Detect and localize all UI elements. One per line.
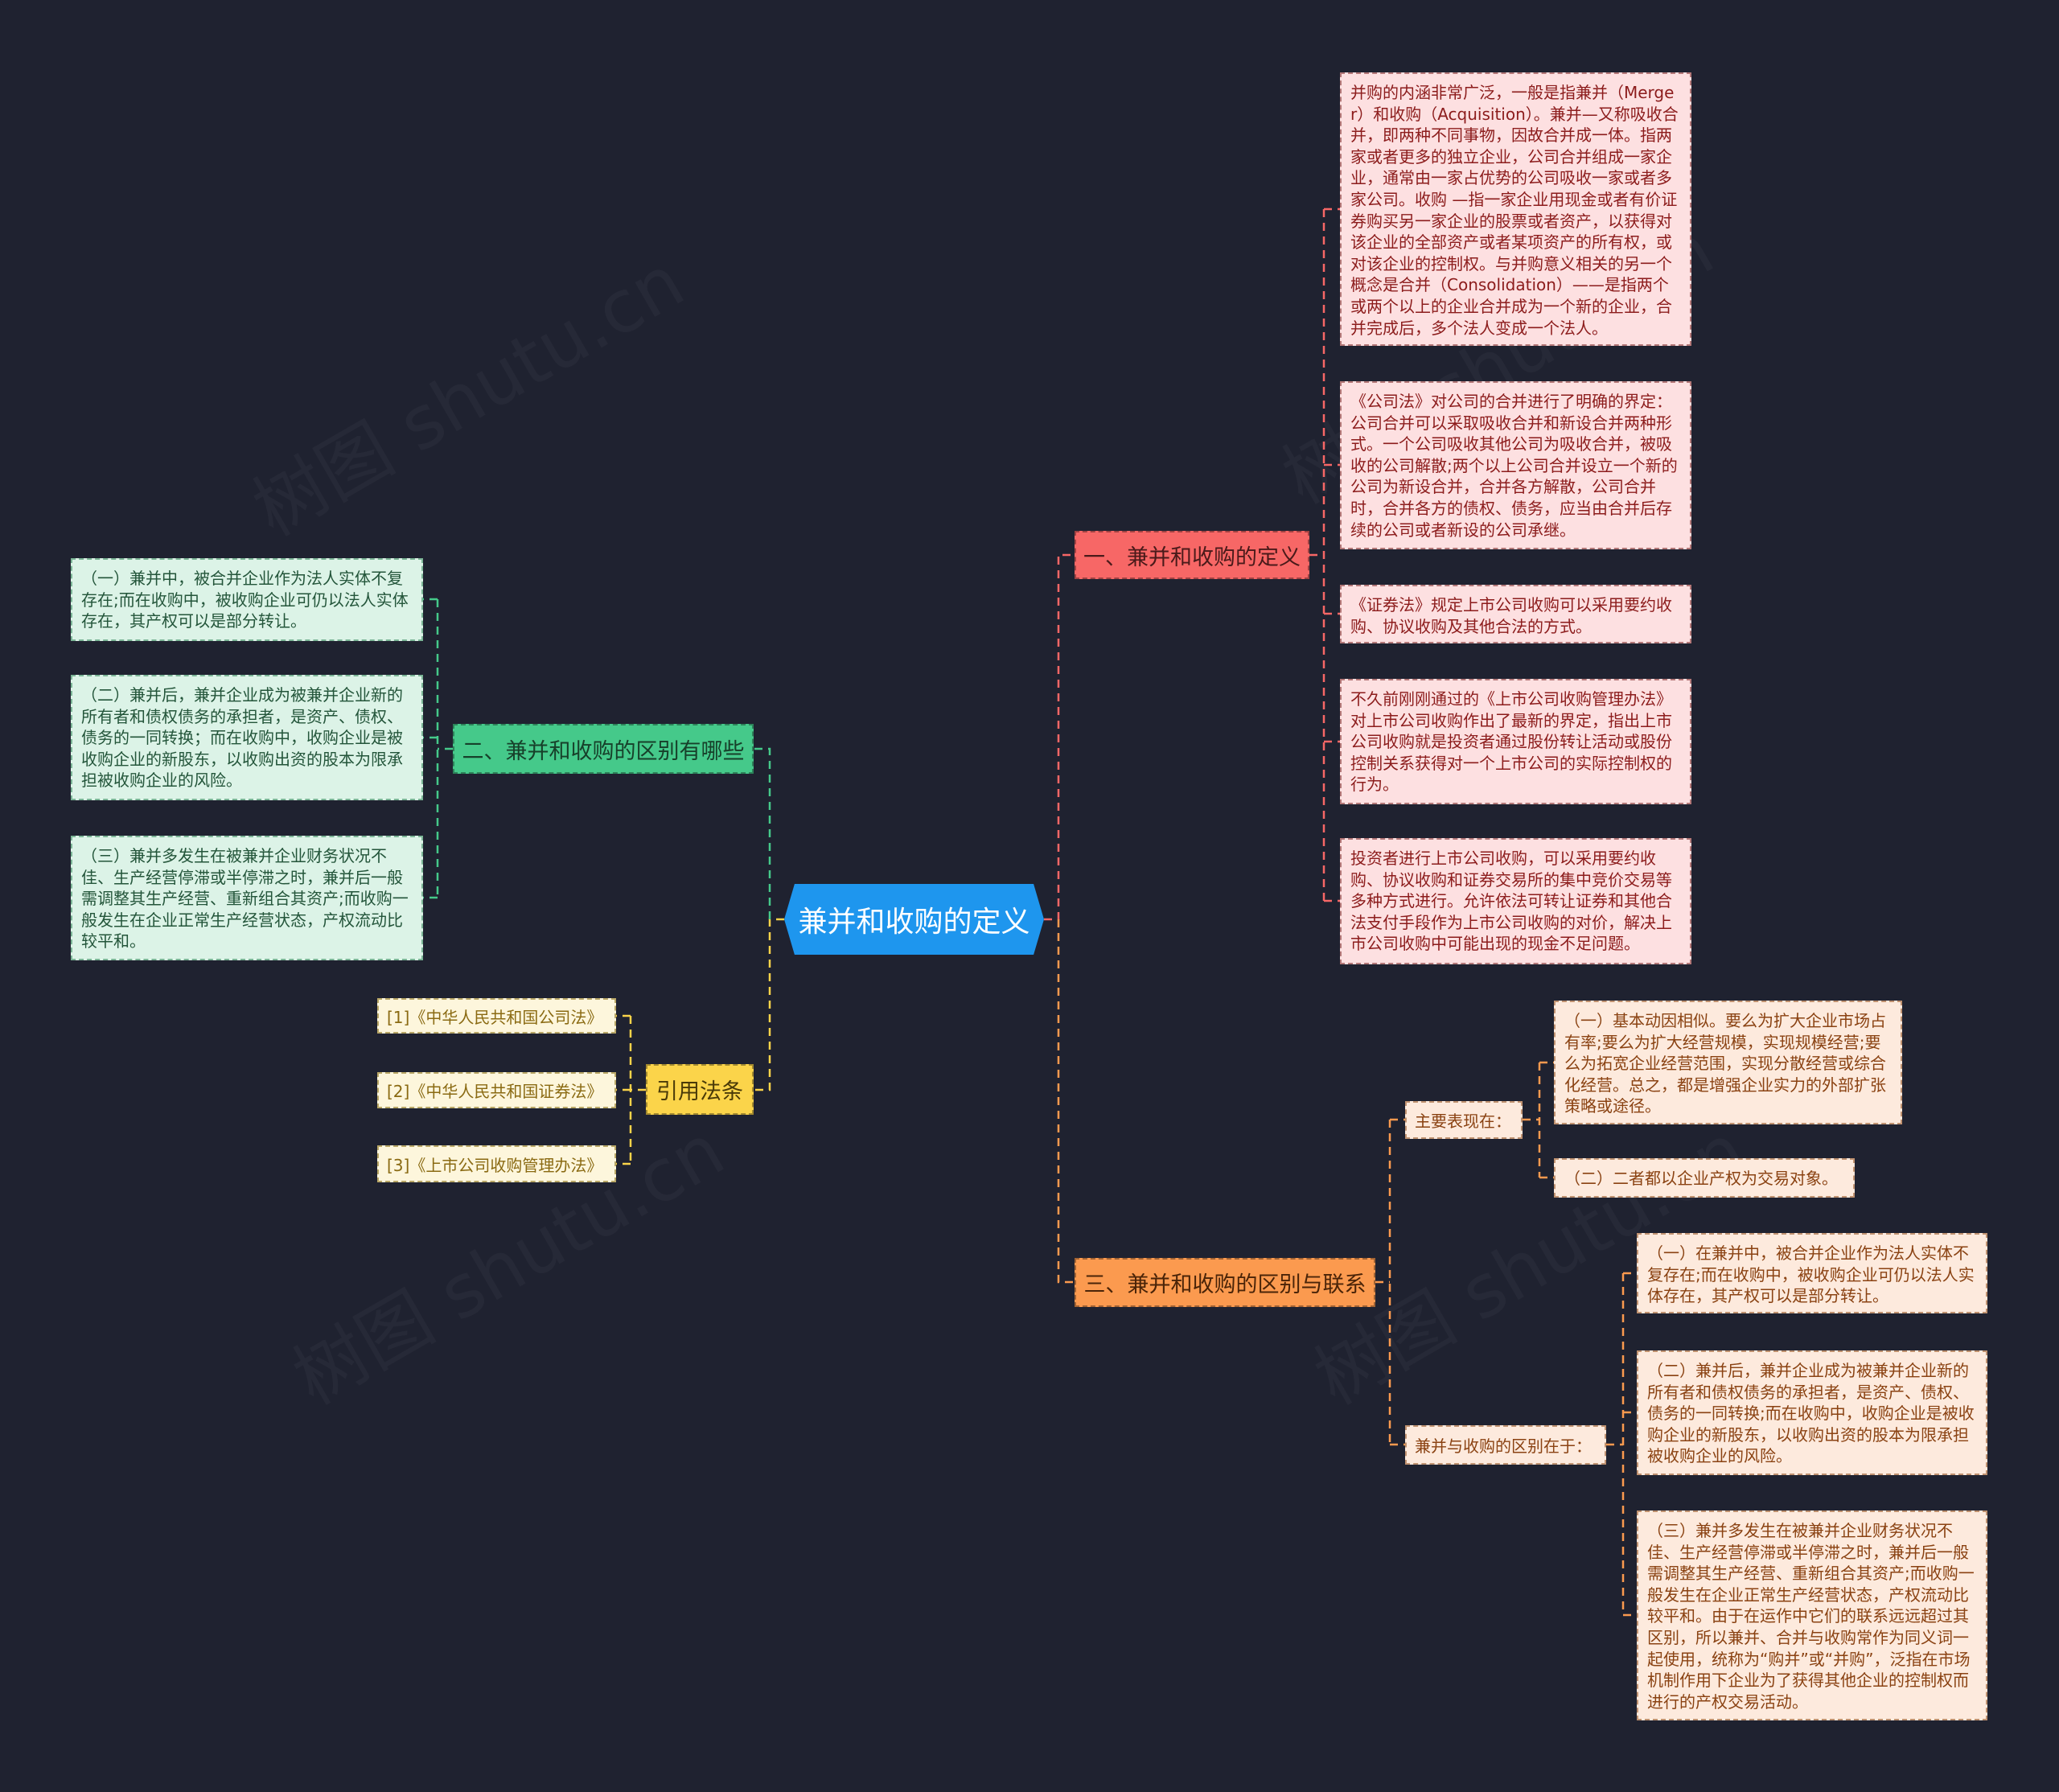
relation-leaf[interactable]: （一）基本动因相似。要么为扩大企业市场占有率;要么为扩大经营规模，实现规模经营;… xyxy=(1554,1001,1902,1124)
branch-definition[interactable]: 一、兼并和收购的定义 xyxy=(1075,531,1309,579)
branch-differences[interactable]: 二、兼并和收购的区别有哪些 xyxy=(453,724,754,774)
branch-relation[interactable]: 三、兼并和收购的区别与联系 xyxy=(1075,1258,1375,1307)
connector-red-leaves xyxy=(1309,208,1340,902)
definition-leaf[interactable]: 不久前刚刚通过的《上市公司收购管理办法》对上市公司收购作出了最新的界定，指出上市… xyxy=(1340,679,1691,804)
definition-leaf[interactable]: 并购的内涵非常广泛，一般是指兼并（Merger）和收购（Acquisition）… xyxy=(1340,72,1691,346)
branch-citations[interactable]: 引用法条 xyxy=(646,1064,754,1115)
relation-group-similarities[interactable]: 主要表现在： xyxy=(1405,1101,1523,1139)
relation-leaf[interactable]: （三）兼并多发生在被兼并企业财务状况不佳、生产经营停滞或半停滞之时，兼并后一般需… xyxy=(1637,1510,1987,1720)
connector-cite-leaves xyxy=(616,1014,646,1165)
difference-leaf[interactable]: （三）兼并多发生在被兼并企业财务状况不佳、生产经营停滞或半停滞之时，兼并后一般需… xyxy=(71,836,423,960)
connector-root-orange xyxy=(1057,919,1075,1284)
connector-orange-groups xyxy=(1375,1118,1405,1446)
connector-green-leaves xyxy=(423,598,453,899)
relation-leaf[interactable]: （一）在兼并中，被合并企业作为法人实体不复存在;而在收购中，被收购企业可仍以法人… xyxy=(1637,1233,1987,1313)
connector-orange-group1 xyxy=(1523,1061,1554,1179)
connector-root-red xyxy=(1044,553,1075,921)
difference-leaf[interactable]: （二）兼并后，兼并企业成为被兼并企业新的所有者和债权债务的承担者，是资产、债权、… xyxy=(71,675,423,800)
connector-orange-group2 xyxy=(1606,1272,1637,1617)
relation-leaf[interactable]: （二）兼并后，兼并企业成为被兼并企业新的所有者和债权债务的承担者，是资产、债权、… xyxy=(1637,1350,1987,1475)
root-node[interactable]: 兼并和收购的定义 xyxy=(784,884,1044,955)
definition-leaf[interactable]: 投资者进行上市公司收购，可以采用要约收购、协议收购和证券交易所的集中竞价交易等多… xyxy=(1340,838,1691,964)
connector-root-green xyxy=(754,747,771,919)
connector-root-left xyxy=(754,918,784,1091)
citation-item[interactable]: [1]《中华人民共和国公司法》 xyxy=(377,998,616,1034)
definition-leaf[interactable]: 《公司法》对公司的合并进行了明确的界定：公司合并可以采取吸收合并和新设合并两种形… xyxy=(1340,381,1691,549)
relation-group-differences[interactable]: 兼并与收购的区别在于： xyxy=(1405,1425,1606,1465)
definition-leaf[interactable]: 《证券法》规定上市公司收购可以采用要约收购、协议收购及其他合法的方式。 xyxy=(1340,585,1691,643)
citation-item[interactable]: [3]《上市公司收购管理办法》 xyxy=(377,1145,616,1182)
citation-item[interactable]: [2]《中华人民共和国证券法》 xyxy=(377,1072,616,1108)
difference-leaf[interactable]: （一）兼并中，被合并企业作为法人实体不复存在;而在收购中，被收购企业可仍以法人实… xyxy=(71,558,423,641)
relation-leaf[interactable]: （二）二者都以企业产权为交易对象。 xyxy=(1554,1158,1855,1198)
